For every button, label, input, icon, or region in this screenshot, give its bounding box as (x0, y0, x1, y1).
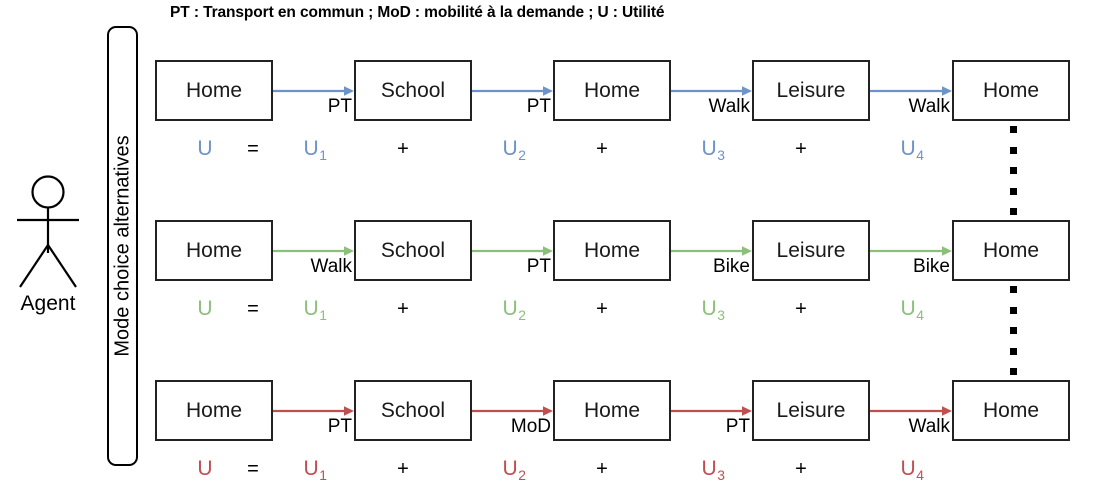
continuation-dot (1009, 368, 1017, 375)
utility-total: U (197, 297, 213, 320)
utility-term-4: U4 (900, 457, 924, 483)
mode-arrow-walk (870, 404, 952, 418)
activity-box-label: Home (982, 78, 1040, 102)
utility-total: U (197, 457, 213, 480)
utility-term-4: U4 (900, 297, 924, 323)
utility-term-4: U4 (900, 137, 924, 163)
continuation-dot (1009, 208, 1017, 215)
mode-arrow-pt (671, 404, 752, 418)
activity-box-school-2[interactable]: School (354, 60, 472, 121)
activity-box-label: School (380, 78, 446, 102)
activity-box-label: Leisure (776, 238, 846, 262)
utility-plus-operator-1: + (397, 138, 409, 160)
activity-box-home-3[interactable]: Home (553, 380, 671, 441)
mode-label-pt: PT (327, 416, 352, 437)
activity-box-home-5[interactable]: Home (952, 60, 1070, 121)
utility-equals-operator: = (247, 298, 259, 320)
utility-equals-operator: = (247, 458, 259, 480)
activity-box-school-2[interactable]: School (354, 380, 472, 441)
continuation-dot (1009, 126, 1017, 133)
continuation-dot (1009, 306, 1017, 314)
utility-term-2: U2 (502, 457, 526, 483)
utility-plus-operator-3: + (795, 138, 807, 160)
utility-term-3: U3 (701, 457, 725, 483)
mode-label-walk: Walk (908, 416, 950, 437)
utility-plus-operator-3: + (795, 458, 807, 480)
activity-box-label: School (380, 238, 446, 262)
stick-figure-icon (8, 175, 88, 290)
mode-arrow-walk (671, 84, 752, 98)
utility-plus-operator-2: + (596, 138, 608, 160)
activity-box-label: Leisure (776, 398, 846, 422)
activity-box-leisure-4[interactable]: Leisure (752, 220, 870, 281)
activity-box-label: School (380, 398, 446, 422)
activity-box-home-5[interactable]: Home (952, 220, 1070, 281)
continuation-dot (1009, 167, 1017, 174)
mode-choice-alternatives-bar: Mode choice alternatives (107, 26, 138, 466)
mode-label-pt: PT (526, 256, 551, 277)
activity-box-label: Leisure (776, 78, 846, 102)
activity-box-label: Home (185, 78, 243, 102)
mode-label-walk: Walk (908, 96, 950, 117)
utility-equals-operator: = (247, 138, 259, 160)
mode-arrow-walk (273, 244, 354, 258)
utility-plus-operator-1: + (397, 458, 409, 480)
continuation-dot (1009, 146, 1017, 154)
activity-box-home-1[interactable]: Home (155, 380, 273, 441)
activity-box-leisure-4[interactable]: Leisure (752, 60, 870, 121)
activity-box-label: Home (982, 238, 1040, 262)
mode-arrow-pt (472, 244, 553, 258)
mode-label-mod: MoD (510, 416, 551, 437)
utility-plus-operator-3: + (795, 298, 807, 320)
activity-box-home-5[interactable]: Home (952, 380, 1070, 441)
continuation-dots (1009, 286, 1017, 375)
mode-label-walk: Walk (310, 256, 352, 277)
mode-label-bike: Bike (913, 256, 950, 277)
utility-term-3: U3 (701, 137, 725, 163)
mode-label-pt: PT (725, 416, 750, 437)
activity-box-label: Home (185, 238, 243, 262)
utility-term-2: U2 (502, 297, 526, 323)
activity-box-home-3[interactable]: Home (553, 60, 671, 121)
mode-arrow-mod (472, 404, 553, 418)
mode-arrow-bike (870, 244, 952, 258)
continuation-dot (1009, 347, 1017, 355)
utility-total: U (197, 137, 213, 160)
activity-box-label: Home (583, 78, 641, 102)
mode-arrow-pt (472, 84, 553, 98)
activity-box-label: Home (982, 398, 1040, 422)
mode-label-bike: Bike (713, 256, 750, 277)
agent-label: Agent (20, 292, 76, 315)
utility-plus-operator-2: + (596, 458, 608, 480)
legend-title: PT : Transport en commun ; MoD : mobilit… (170, 4, 665, 21)
continuation-dots (1009, 126, 1017, 215)
continuation-dot (1009, 187, 1017, 195)
utility-plus-operator-1: + (397, 298, 409, 320)
mode-arrow-walk (870, 84, 952, 98)
continuation-dot (1009, 286, 1017, 293)
mode-label-pt: PT (526, 96, 551, 117)
utility-term-3: U3 (701, 297, 725, 323)
mode-arrow-bike (671, 244, 752, 258)
utility-term-1: U1 (303, 297, 327, 323)
utility-term-1: U1 (303, 457, 327, 483)
activity-box-home-3[interactable]: Home (553, 220, 671, 281)
mode-arrow-pt (273, 404, 354, 418)
utility-plus-operator-2: + (596, 298, 608, 320)
activity-box-leisure-4[interactable]: Leisure (752, 380, 870, 441)
mode-choice-alternatives-label: Mode choice alternatives (111, 135, 133, 357)
utility-term-2: U2 (502, 137, 526, 163)
activity-box-label: Home (583, 238, 641, 262)
activity-box-school-2[interactable]: School (354, 220, 472, 281)
utility-term-1: U1 (303, 137, 327, 163)
activity-box-label: Home (583, 398, 641, 422)
continuation-dot (1009, 327, 1017, 334)
activity-box-home-1[interactable]: Home (155, 220, 273, 281)
activity-box-label: Home (185, 398, 243, 422)
mode-arrow-pt (273, 84, 354, 98)
activity-box-home-1[interactable]: Home (155, 60, 273, 121)
mode-label-walk: Walk (708, 96, 750, 117)
mode-label-pt: PT (327, 96, 352, 117)
